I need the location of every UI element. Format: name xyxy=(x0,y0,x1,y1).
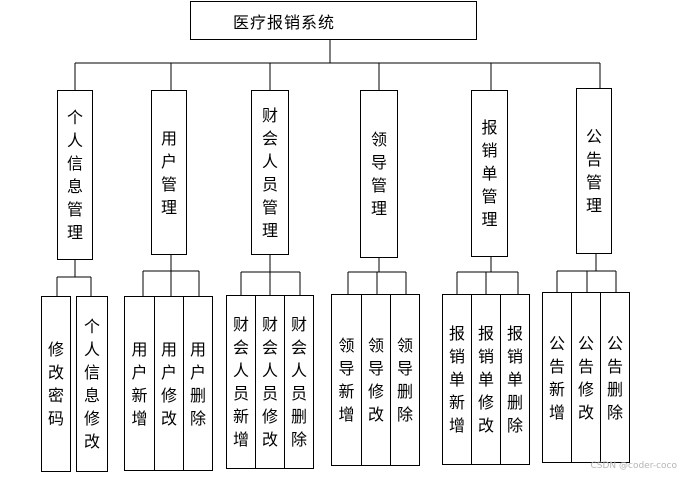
module-label: 公告管理 xyxy=(585,127,602,215)
child-node: 报销单修改 xyxy=(471,294,501,465)
child-label: 报销单修改 xyxy=(477,324,494,435)
child-label: 公告修改 xyxy=(577,333,594,422)
child-node: 修改密码 xyxy=(41,296,71,472)
child-label: 个人信息修改 xyxy=(83,317,100,451)
child-node: 领导新增 xyxy=(331,294,362,466)
child-label: 财会人员删除 xyxy=(290,315,307,449)
child-node: 公告修改 xyxy=(571,292,601,463)
child-node: 公告删除 xyxy=(600,292,630,463)
module-node-personal-info: 个人信息管理 xyxy=(57,90,93,260)
child-label: 用户新增 xyxy=(131,339,148,428)
module-node-notice: 公告管理 xyxy=(576,88,612,254)
child-label: 领导新增 xyxy=(338,336,355,424)
child-node: 财会人员修改 xyxy=(255,295,285,469)
child-label: 公告新增 xyxy=(548,333,565,422)
child-node: 报销单新增 xyxy=(442,294,472,465)
child-node: 领导修改 xyxy=(361,294,391,466)
module-label: 报销单管理 xyxy=(481,118,498,229)
child-label: 用户删除 xyxy=(189,339,206,428)
child-node: 用户删除 xyxy=(183,296,213,471)
module-node-leader: 领导管理 xyxy=(360,90,398,258)
module-node-user: 用户管理 xyxy=(151,90,187,255)
child-node: 个人信息修改 xyxy=(76,296,108,472)
module-label: 用户管理 xyxy=(160,128,177,217)
root-label: 医疗报销系统 xyxy=(233,12,336,32)
child-node: 财会人员新增 xyxy=(226,295,256,469)
module-label: 财会人员管理 xyxy=(261,105,278,240)
child-node: 用户修改 xyxy=(154,296,184,471)
child-label: 用户修改 xyxy=(160,339,177,428)
child-node: 用户新增 xyxy=(124,296,155,471)
module-node-accountant: 财会人员管理 xyxy=(251,90,289,255)
child-node: 报销单删除 xyxy=(500,294,530,465)
module-label: 个人信息管理 xyxy=(66,108,83,242)
child-label: 报销单删除 xyxy=(506,324,523,435)
child-label: 领导修改 xyxy=(367,336,384,424)
child-label: 财会人员新增 xyxy=(232,315,249,449)
child-node: 领导删除 xyxy=(390,294,420,466)
module-label: 领导管理 xyxy=(370,130,387,218)
child-node: 财会人员删除 xyxy=(284,295,314,469)
root-node: 医疗报销系统 xyxy=(190,1,477,40)
watermark-text: CSDN @coder-coco xyxy=(590,461,677,471)
child-label: 报销单新增 xyxy=(448,324,465,435)
child-node: 公告新增 xyxy=(542,292,572,463)
child-label: 修改密码 xyxy=(47,340,64,428)
module-node-reimbursement: 报销单管理 xyxy=(471,90,508,257)
child-label: 财会人员修改 xyxy=(261,315,278,449)
child-label: 公告删除 xyxy=(606,333,623,422)
child-label: 领导删除 xyxy=(396,336,413,424)
